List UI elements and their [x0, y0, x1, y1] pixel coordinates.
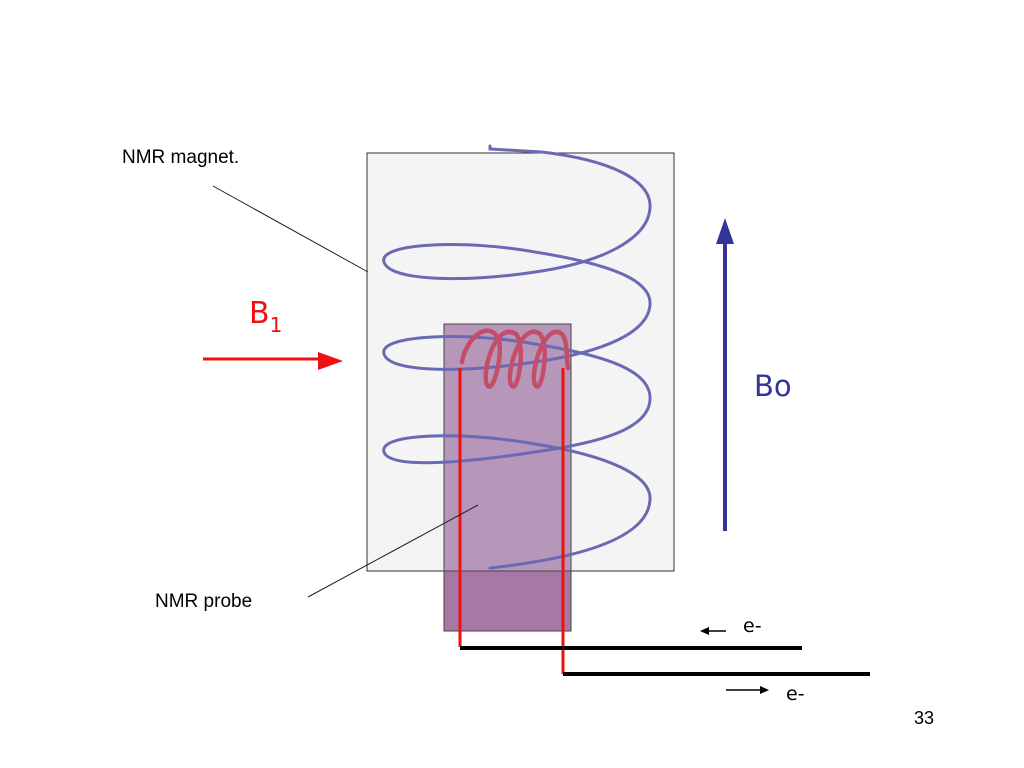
electron-label-bottom: e- — [786, 683, 805, 705]
probe-lower — [443, 570, 572, 632]
probe-coil — [459, 328, 571, 389]
electron-arrow-left — [700, 627, 726, 635]
magnet-pointer-line — [212, 185, 369, 273]
magnet-label: NMR magnet. — [122, 147, 239, 168]
probe-pointer-line — [307, 504, 479, 598]
magnet-coil — [382, 144, 652, 570]
b1-letter: B — [249, 296, 270, 331]
b1-subscript: 1 — [270, 313, 283, 337]
electron-arrow-right — [726, 686, 769, 694]
electron-label-top: e- — [743, 615, 762, 637]
b1-label: B1 — [249, 296, 282, 337]
bo-label: Bo — [754, 369, 792, 403]
b1-arrow — [203, 352, 343, 370]
page-number: 33 — [914, 708, 934, 728]
bo-arrow — [716, 218, 734, 531]
probe-label: NMR probe — [155, 591, 252, 612]
